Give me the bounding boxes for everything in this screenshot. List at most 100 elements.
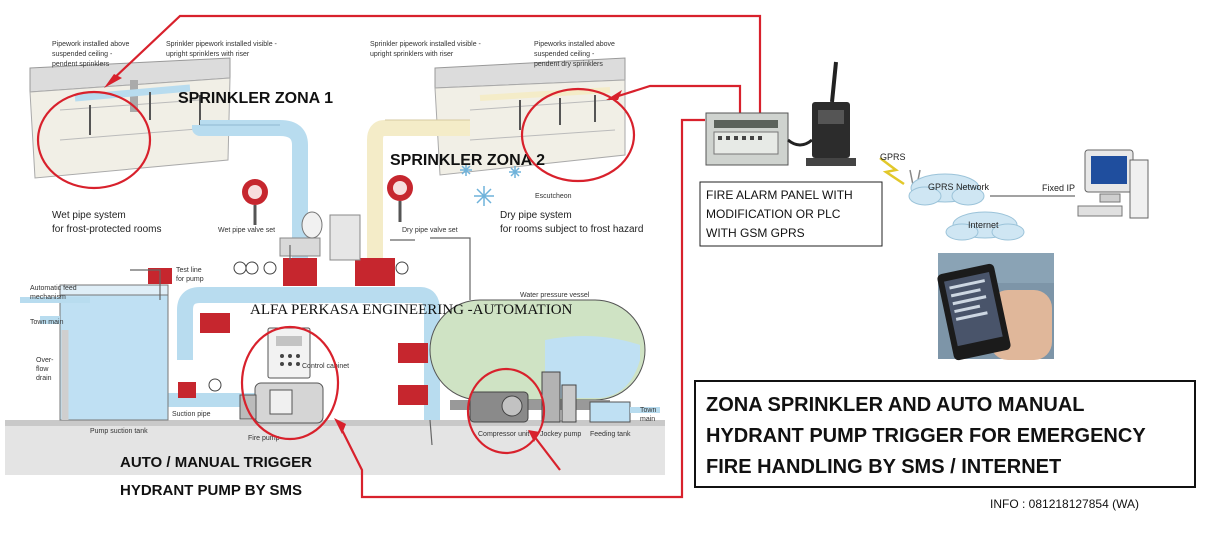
arrow-zone-1 bbox=[104, 74, 122, 88]
zone-2-highlight-circle bbox=[520, 87, 636, 183]
dry-valve-label: Dry pipe valve set bbox=[402, 227, 458, 234]
title-line-2: HYDRANT PUMP TRIGGER FOR EMERGENCY bbox=[706, 425, 1146, 447]
signal-line-zone-2 bbox=[611, 84, 742, 115]
gprs-network-label: GPRS Network bbox=[928, 182, 990, 192]
town-main-left-label: Town main bbox=[30, 319, 64, 326]
overflow-label-2: flow bbox=[36, 366, 49, 373]
auto-feed-label-1: Automatic feed bbox=[30, 285, 77, 292]
note-p1-l1: Pipework installed above bbox=[52, 41, 130, 48]
dry-riser-pipe bbox=[367, 119, 470, 265]
snowflake-icons bbox=[460, 164, 521, 206]
feeding-tank bbox=[589, 401, 660, 423]
zone-1-highlight-circle bbox=[36, 90, 152, 190]
jockey-label: Jockey pump bbox=[540, 431, 581, 438]
wet-system-desc: for frost-protected rooms bbox=[52, 224, 161, 235]
overflow-label-3: drain bbox=[36, 375, 52, 382]
zone-2-label: SPRINKLER ZONA 2 bbox=[390, 152, 545, 169]
panel-text-box bbox=[699, 181, 883, 247]
svg-text:upright sprinklers with riser: upright sprinklers with riser bbox=[166, 51, 250, 58]
town-main-right-label-1: Town bbox=[640, 407, 656, 414]
svg-text:suspended ceiling -: suspended ceiling - bbox=[534, 51, 595, 58]
fire-pump bbox=[239, 382, 324, 424]
svg-text:Pipeworks installed above: Pipeworks installed above bbox=[534, 41, 615, 48]
title-box bbox=[694, 380, 1196, 488]
compressor-label: Compressor unit bbox=[478, 431, 529, 438]
test-line-label-1: Test line bbox=[176, 267, 202, 274]
svg-text:pendent dry sprinklers: pendent dry sprinklers bbox=[534, 61, 603, 68]
note-p2-l2: upright sprinklers with riser bbox=[166, 51, 250, 58]
svg-text:Sprinkler pipework installed v: Sprinkler pipework installed visible - bbox=[370, 41, 482, 48]
suction-pipe-label: Suction pipe bbox=[172, 411, 211, 418]
zone-1-label: SPRINKLER ZONA 1 bbox=[178, 90, 333, 107]
ground bbox=[5, 425, 665, 475]
note-p4-l3: pendent dry sprinklers bbox=[534, 61, 603, 68]
note-p4-l2: suspended ceiling - bbox=[534, 51, 595, 58]
panel-line-1: FIRE ALARM PANEL WITH bbox=[706, 188, 853, 202]
info-contact: INFO : 081218127854 (WA) bbox=[990, 497, 1139, 511]
signal-line-fire-pump bbox=[339, 118, 705, 499]
escutcheon-label: Escutcheon bbox=[535, 193, 572, 200]
network-section: GPRS GPRS Network Internet Fixed IP bbox=[879, 149, 1149, 361]
gprs-network-cloud-icon bbox=[908, 173, 985, 206]
pump-suction-tank-label: Pump suction tank bbox=[90, 428, 148, 435]
fixed-ip-label: Fixed IP bbox=[1042, 183, 1075, 193]
wet-riser-pipe bbox=[192, 120, 308, 265]
lightning-icon bbox=[879, 157, 905, 186]
internet-cloud-icon bbox=[945, 211, 1025, 241]
pump-suction-tank bbox=[20, 284, 169, 421]
arrow-fire-pump bbox=[334, 418, 346, 434]
water-pressure-vessel bbox=[429, 299, 646, 410]
smartphone-photo bbox=[937, 253, 1054, 361]
note-p3-l2: upright sprinklers with riser bbox=[370, 51, 454, 58]
trigger-line-2: HYDRANT PUMP BY SMS bbox=[120, 482, 302, 499]
svg-text:upright sprinklers with riser: upright sprinklers with riser bbox=[370, 51, 454, 58]
red-annotations bbox=[36, 14, 762, 499]
computer-icon bbox=[1077, 149, 1149, 219]
auto-feed-label-2: mechanism bbox=[30, 294, 66, 301]
dry-system-desc: for rooms subject to frost hazard bbox=[500, 224, 643, 235]
ceiling-zone-2 bbox=[434, 57, 626, 176]
wet-valve-label: Wet pipe valve set bbox=[218, 227, 275, 234]
arrow-zone-2 bbox=[606, 90, 622, 100]
compressor-unit bbox=[469, 391, 529, 423]
control-cabinet-label: Control cabinet bbox=[302, 363, 349, 370]
panel-line-2: MODIFICATION OR PLC bbox=[706, 207, 841, 221]
fire-pump-highlight-circle bbox=[240, 325, 340, 441]
sprinkler-system-illustration: Pipework installed above suspended ceili… bbox=[5, 20, 670, 499]
arrowheads bbox=[104, 74, 622, 442]
ceiling-zone-1 bbox=[29, 57, 231, 179]
control-cabinet bbox=[267, 327, 311, 379]
svg-text:Pipework installed above: Pipework installed above bbox=[52, 41, 130, 48]
arrow-compressor bbox=[528, 430, 540, 442]
note-p2-l1: Sprinkler pipework installed visible - bbox=[166, 41, 278, 48]
svg-text:suspended ceiling -: suspended ceiling - bbox=[52, 51, 113, 58]
compressor-highlight-circle bbox=[466, 367, 546, 455]
overflow-label-1: Over- bbox=[36, 357, 54, 364]
jockey-pump bbox=[541, 371, 577, 423]
signal-line-zone-1 bbox=[109, 14, 762, 115]
note-p1-l3: pendent sprinklers bbox=[52, 61, 110, 68]
internet-label: Internet bbox=[968, 220, 999, 230]
title-line-1: ZONA SPRINKLER AND AUTO MANUAL bbox=[706, 394, 1085, 416]
compressor-arrow-line bbox=[533, 435, 561, 471]
note-p1-l2: suspended ceiling - bbox=[52, 51, 113, 58]
wet-system-title: Wet pipe system bbox=[52, 210, 126, 221]
water-vessel-label: Water pressure vessel bbox=[520, 292, 590, 299]
note-p3-l1: Sprinkler pipework installed visible - bbox=[370, 41, 482, 48]
pressure-gauges bbox=[208, 175, 527, 392]
note-p4-l1: Pipeworks installed above bbox=[534, 41, 615, 48]
title-line-3: FIRE HANDLING BY SMS / INTERNET bbox=[706, 456, 1061, 478]
fire-pump-label: Fire pump bbox=[248, 435, 280, 442]
main-distribution-pipe bbox=[177, 287, 440, 420]
company-name: ALFA PERKASA ENGINEERING -AUTOMATION bbox=[250, 302, 573, 318]
svg-text:pendent sprinklers: pendent sprinklers bbox=[52, 61, 110, 68]
feeding-tank-label: Feeding tank bbox=[590, 431, 631, 438]
dry-system-title: Dry pipe system bbox=[500, 210, 572, 221]
town-main-right-label-2: main bbox=[640, 416, 655, 423]
fire-alarm-panel-plc bbox=[705, 61, 856, 166]
trigger-line-1: AUTO / MANUAL TRIGGER bbox=[120, 454, 312, 471]
test-line-label-2: for pump bbox=[176, 276, 204, 283]
panel-line-3: WITH GSM GPRS bbox=[706, 226, 805, 240]
svg-text:Sprinkler pipework installed v: Sprinkler pipework installed visible - bbox=[166, 41, 278, 48]
